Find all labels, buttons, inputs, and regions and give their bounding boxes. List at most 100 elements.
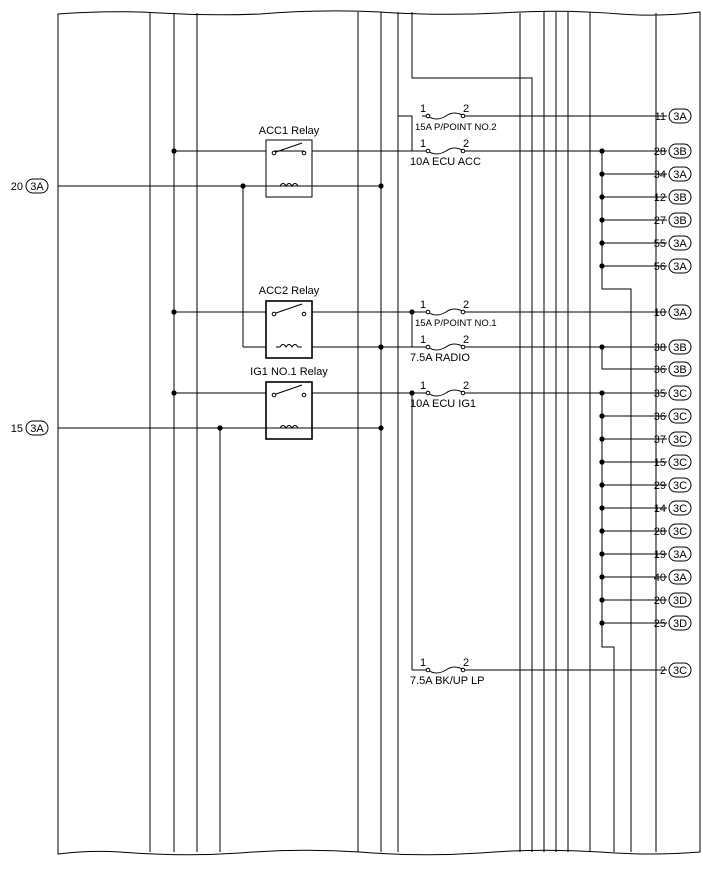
output-connector: 15 3C	[654, 454, 692, 470]
fuse-pin2: 2	[463, 334, 469, 346]
fuse-pin1: 1	[420, 657, 426, 669]
fuse-label: 7.5A BK/UP LP	[410, 675, 484, 687]
fuse-pin2: 2	[463, 103, 469, 115]
relay-ig1-label: IG1 NO.1 Relay	[250, 366, 328, 378]
output-conn: 3C	[673, 480, 687, 492]
fuse-radio: 1 2 7.5A RADIO	[410, 334, 470, 364]
fuse-pin2: 2	[463, 138, 469, 150]
output-conn: 3A	[673, 169, 687, 181]
vertical-bus-lines	[149, 12, 657, 852]
output-pin: 14	[654, 503, 666, 515]
output-conn: 3B	[673, 192, 686, 204]
output-conn: 3B	[673, 342, 686, 354]
output-pin: 35	[654, 388, 666, 400]
output-conn: 3A	[673, 307, 687, 319]
output-pin: 38	[654, 342, 666, 354]
output-pin: 29	[654, 480, 666, 492]
relay-ig1: IG1 NO.1 Relay	[250, 366, 328, 440]
output-pin: 20	[654, 595, 666, 607]
input-15-3a: 15 3A	[11, 420, 49, 436]
output-conn: 3C	[673, 665, 687, 677]
relay-acc2: ACC2 Relay	[259, 285, 320, 359]
output-conn: 3A	[673, 238, 687, 250]
output-conn: 3C	[673, 388, 687, 400]
fuse-pin1: 1	[420, 103, 426, 115]
output-pin: 19	[654, 549, 666, 561]
output-pin: 28	[654, 526, 666, 538]
output-connector: 36 3C	[654, 408, 692, 424]
input-20-3a: 20 3A	[11, 178, 49, 194]
fuse-label: 15A P/POINT NO.1	[415, 318, 497, 329]
relay-acc1: ACC1 Relay	[259, 125, 320, 198]
output-conn: 3A	[673, 549, 687, 561]
output-connector: 35 3C	[654, 385, 692, 401]
fuse-ppoint1: 1 2 15A P/POINT NO.1	[415, 299, 497, 329]
output-pin: 11	[655, 111, 666, 123]
output-conn: 3A	[673, 111, 687, 123]
output-conn: 3B	[673, 146, 686, 158]
output-connector: 2 3C	[660, 662, 692, 678]
output-connector: 25 3D	[654, 615, 692, 631]
output-connector: 34 3A	[654, 166, 692, 182]
fuse-label: 15A P/POINT NO.2	[415, 122, 497, 133]
output-conn: 3A	[673, 572, 687, 584]
output-conn: 3A	[673, 261, 687, 273]
output-conn: 3D	[673, 595, 687, 607]
output-pin: 40	[654, 572, 666, 584]
output-connector: 14 3C	[654, 500, 692, 516]
output-connector: 28 3B	[654, 143, 692, 159]
fuse-ppoint2: 1 2 15A P/POINT NO.2	[415, 103, 497, 133]
diagram-frame	[57, 10, 701, 856]
output-connector: 27 3B	[654, 212, 692, 228]
output-connector: 19 3A	[654, 546, 692, 562]
input-pin: 20	[11, 181, 23, 193]
input-connector: 3A	[30, 423, 44, 435]
fuse-pin1: 1	[420, 299, 426, 311]
fuse-pin1: 1	[420, 334, 426, 346]
output-conn: 3B	[673, 215, 686, 227]
output-connector: 29 3C	[654, 477, 692, 493]
output-pin: 34	[654, 169, 666, 181]
fuse-label: 7.5A RADIO	[410, 352, 470, 364]
output-connector: 37 3C	[654, 431, 692, 447]
fuse-pin2: 2	[463, 299, 469, 311]
output-connector: 20 3D	[654, 592, 692, 608]
input-connector: 3A	[30, 181, 44, 193]
output-connector: 56 3A	[654, 258, 692, 274]
output-connector: 10 3A	[654, 304, 692, 320]
fuse-bkuplp: 1 2 7.5A BK/UP LP	[410, 657, 484, 687]
output-pin: 2	[660, 665, 666, 677]
output-conn: 3C	[673, 457, 687, 469]
output-connector: 38 3B	[654, 339, 692, 355]
output-conn: 3C	[673, 503, 687, 515]
junction-dots	[171, 148, 605, 626]
output-pin: 10	[654, 307, 666, 319]
output-connector: 40 3A	[654, 569, 692, 585]
output-pin: 15	[654, 457, 666, 469]
fuse-pin1: 1	[420, 380, 426, 392]
output-connector: 11 3A	[655, 108, 692, 124]
output-pin: 56	[654, 261, 666, 273]
output-pin: 28	[654, 146, 666, 158]
output-pin: 25	[654, 618, 666, 630]
horizontal-wires	[58, 115, 667, 671]
output-pin: 27	[654, 215, 666, 227]
fuse-pin1: 1	[420, 138, 426, 150]
relay-acc2-label: ACC2 Relay	[259, 285, 320, 297]
relay-acc1-label: ACC1 Relay	[259, 125, 320, 137]
fuse-pin2: 2	[463, 657, 469, 669]
output-pin: 37	[654, 434, 666, 446]
output-pin: 36	[654, 411, 666, 423]
output-conn: 3D	[673, 618, 687, 630]
output-conn: 3C	[673, 434, 687, 446]
output-conn: 3C	[673, 411, 687, 423]
fuse-label: 10A ECU IG1	[410, 398, 476, 410]
